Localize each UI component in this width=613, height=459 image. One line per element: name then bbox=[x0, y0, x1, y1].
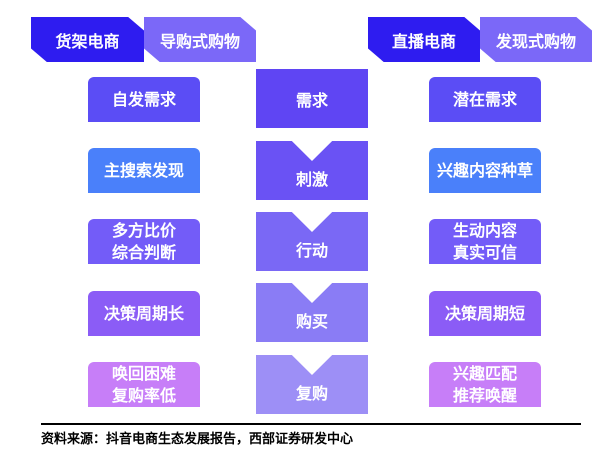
stage-label: 复购 bbox=[295, 383, 328, 403]
right-feature-box: 决策周期短 bbox=[429, 291, 541, 336]
feature-text: 生动内容 bbox=[452, 220, 517, 240]
feature-text: 决策周期短 bbox=[444, 303, 525, 323]
stage-2: 刺激 bbox=[256, 141, 368, 200]
feature-text: 兴趣匹配 bbox=[452, 363, 517, 383]
feature-text: 自发需求 bbox=[111, 89, 176, 109]
feature-text: 决策周期长 bbox=[103, 303, 184, 323]
stage-4: 购买 bbox=[256, 283, 368, 342]
feature-text: 推荐唤醒 bbox=[452, 385, 517, 405]
feature-text: 真实可信 bbox=[452, 242, 517, 262]
left-feature-box: 自发需求 bbox=[88, 77, 200, 122]
right-feature-box: 生动内容真实可信 bbox=[429, 219, 541, 264]
left-feature-box: 主搜索发现 bbox=[88, 148, 200, 193]
stage-3: 行动 bbox=[256, 212, 368, 271]
feature-text: 综合判断 bbox=[111, 242, 176, 262]
stage-label: 需求 bbox=[295, 90, 328, 110]
stage-label: 购买 bbox=[295, 311, 328, 331]
source-note: 资料来源：抖音电商生态发展报告，西部证券研发中心 bbox=[41, 432, 354, 447]
feature-text: 兴趣内容种草 bbox=[436, 160, 533, 180]
feature-text: 潜在需求 bbox=[452, 89, 517, 109]
left-feature-box: 多方比价综合判断 bbox=[88, 219, 200, 264]
feature-text: 复购率低 bbox=[111, 385, 176, 405]
stage-5: 复购 bbox=[256, 355, 368, 414]
feature-text: 多方比价 bbox=[111, 220, 176, 240]
feature-text: 唤回困难 bbox=[111, 363, 176, 383]
tab-live-ecommerce: 直播电商 bbox=[368, 17, 480, 62]
left-feature-box: 唤回困难复购率低 bbox=[88, 362, 200, 407]
right-feature-box: 潜在需求 bbox=[429, 77, 541, 122]
left-feature-box: 决策周期长 bbox=[88, 291, 200, 336]
tab-guided-shopping: 导购式购物 bbox=[144, 17, 256, 62]
stage-label: 刺激 bbox=[295, 169, 328, 189]
stage-label: 行动 bbox=[295, 240, 328, 260]
divider bbox=[41, 423, 581, 425]
tab-discovery-shopping: 发现式购物 bbox=[480, 17, 592, 62]
tab-shelf-ecommerce: 货架电商 bbox=[31, 17, 144, 62]
stage-1: 需求 bbox=[256, 69, 368, 128]
right-feature-box: 兴趣内容种草 bbox=[429, 148, 541, 193]
right-feature-box: 兴趣匹配推荐唤醒 bbox=[429, 362, 541, 407]
feature-text: 主搜索发现 bbox=[103, 160, 184, 180]
